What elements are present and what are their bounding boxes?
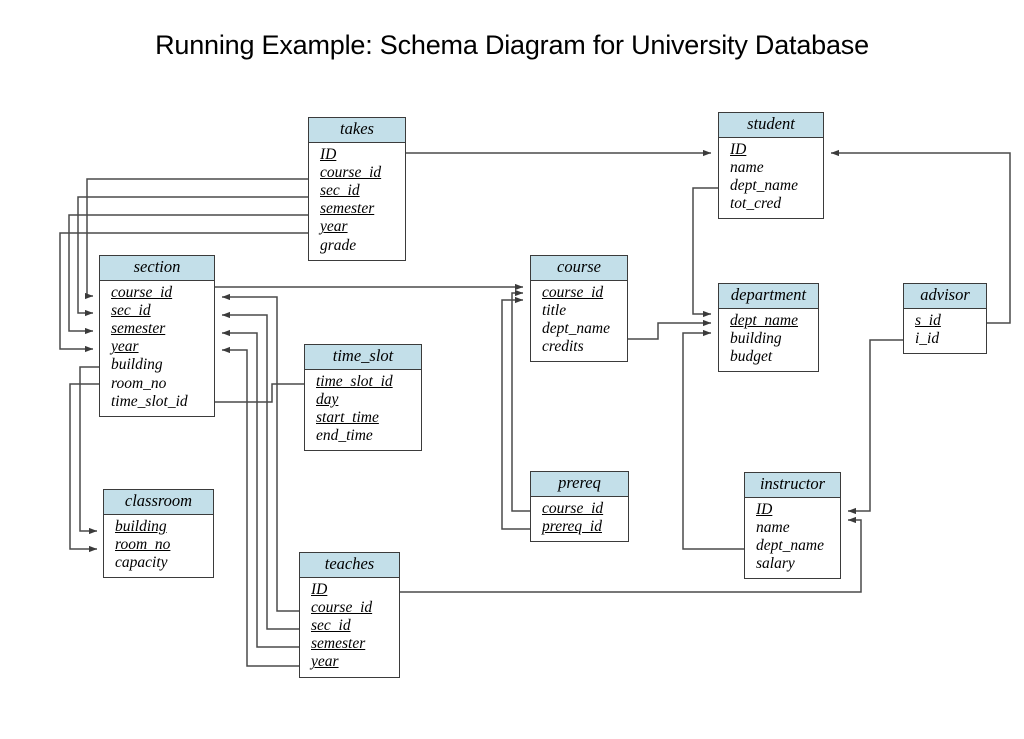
entity-classroom-attributes: building room_no capacity (104, 515, 213, 577)
entity-prereq[interactable]: prereq course_id prereq_id (530, 471, 629, 543)
attribute-department-dept-name: dept_name (730, 311, 799, 329)
entity-advisor-title: advisor (904, 284, 986, 309)
edge-student-deptname-department (692, 187, 718, 318)
attribute-section-course-id: course_id (111, 283, 173, 301)
attribute-department-building: building (730, 330, 782, 348)
edge-prereq-courseid-course-courseid (511, 289, 530, 512)
entity-student-attributes: ID name dept_name tot_cred (719, 138, 823, 219)
entity-section-attributes: course_id sec_id semester year building … (100, 281, 214, 416)
attribute-teaches-sec-id: sec_id (311, 617, 351, 635)
attribute-takes-course-id: course_id (320, 164, 382, 182)
attribute-course-title: title (542, 302, 567, 320)
attribute-classroom-room-no: room_no (115, 536, 171, 554)
entity-instructor-title: instructor (745, 473, 840, 498)
edge-advisor-iid-instructor-id (847, 339, 903, 515)
attribute-time-slot-start-time: start_time (316, 409, 379, 427)
edge-teaches-secid-section-secid (221, 311, 299, 630)
attribute-classroom-capacity: capacity (115, 554, 168, 572)
entity-time-slot-title: time_slot (305, 345, 421, 370)
attribute-section-year: year (111, 338, 139, 356)
entity-prereq-title: prereq (531, 472, 628, 497)
attribute-takes-grade: grade (320, 236, 357, 254)
attribute-teaches-semester: semester (311, 635, 366, 653)
attribute-student-tot-cred: tot_cred (730, 195, 782, 213)
attribute-takes-year: year (320, 218, 348, 236)
edge-teaches-year-section-year (221, 346, 299, 667)
attribute-time-slot-time-slot-id: time_slot_id (316, 372, 393, 390)
entity-section[interactable]: section course_id sec_id semester year b… (99, 255, 215, 417)
attribute-time-slot-end-time: end_time (316, 427, 373, 445)
entity-section-title: section (100, 256, 214, 281)
attribute-takes-semester: semester (320, 200, 375, 218)
attribute-teaches-year: year (311, 653, 339, 671)
entity-classroom-title: classroom (104, 490, 213, 515)
attribute-course-dept-name: dept_name (542, 320, 611, 338)
entity-department-title: department (719, 284, 818, 309)
attribute-department-budget: budget (730, 348, 773, 366)
attribute-advisor-s-id: s_id (915, 311, 941, 329)
entity-takes[interactable]: takes ID course_id sec_id semester year … (308, 117, 406, 261)
attribute-section-semester: semester (111, 320, 166, 338)
entity-teaches[interactable]: teaches ID course_id sec_id semester yea… (299, 552, 400, 678)
entity-course-title: course (531, 256, 627, 281)
entity-course-attributes: course_id title dept_name credits (531, 281, 627, 362)
entity-student-title: student (719, 113, 823, 138)
attribute-student-name: name (730, 159, 764, 177)
attribute-course-course-id: course_id (542, 283, 604, 301)
attribute-instructor-name: name (756, 519, 790, 537)
entity-classroom[interactable]: classroom building room_no capacity (103, 489, 214, 579)
edge-section-building-classroom-building (79, 366, 99, 535)
attribute-advisor-i-id: i_id (915, 330, 940, 348)
attribute-prereq-prereq-id: prereq_id (542, 518, 602, 536)
attribute-student-id: ID (730, 140, 747, 158)
attribute-time-slot-day: day (316, 391, 339, 409)
attribute-section-time-slot-id: time_slot_id (111, 392, 188, 410)
entity-takes-title: takes (309, 118, 405, 143)
attribute-instructor-salary: salary (756, 555, 795, 573)
entity-time-slot-attributes: time_slot_id day start_time end_time (305, 370, 421, 451)
attribute-section-sec-id: sec_id (111, 302, 151, 320)
edge-course-deptname-department (628, 319, 712, 340)
edge-prereq-prereqid-course-courseid (501, 296, 530, 530)
attribute-student-dept-name: dept_name (730, 177, 799, 195)
edge-teaches-semester-section-semester (221, 329, 299, 648)
edge-teaches-courseid-section-courseid (221, 293, 299, 612)
attribute-section-building: building (111, 356, 163, 374)
entity-teaches-attributes: ID course_id sec_id semester year (300, 578, 399, 677)
attribute-instructor-id: ID (756, 500, 773, 518)
attribute-instructor-dept-name: dept_name (756, 537, 825, 555)
entity-instructor[interactable]: instructor ID name dept_name salary (744, 472, 841, 580)
entity-department-attributes: dept_name building budget (719, 309, 818, 371)
entity-time-slot[interactable]: time_slot time_slot_id day start_time en… (304, 344, 422, 452)
entity-department[interactable]: department dept_name building budget (718, 283, 819, 373)
entity-instructor-attributes: ID name dept_name salary (745, 498, 840, 579)
attribute-course-credits: credits (542, 338, 584, 356)
edge-section-roomno-classroom-roomno (69, 383, 99, 553)
entity-student[interactable]: student ID name dept_name tot_cred (718, 112, 824, 220)
entity-course[interactable]: course course_id title dept_name credits (530, 255, 628, 363)
entity-advisor-attributes: s_id i_id (904, 309, 986, 353)
entity-takes-attributes: ID course_id sec_id semester year grade (309, 143, 405, 260)
entity-advisor[interactable]: advisor s_id i_id (903, 283, 987, 355)
entity-teaches-title: teaches (300, 553, 399, 578)
entity-prereq-attributes: course_id prereq_id (531, 497, 628, 541)
page-title: Running Example: Schema Diagram for Univ… (155, 30, 869, 60)
attribute-takes-sec-id: sec_id (320, 182, 360, 200)
edge-section-timeslotid-timeslot (215, 383, 304, 403)
attribute-section-room-no: room_no (111, 374, 167, 392)
attribute-classroom-building: building (115, 517, 167, 535)
attribute-teaches-course-id: course_id (311, 599, 373, 617)
attribute-teaches-id: ID (311, 580, 328, 598)
attribute-prereq-course-id: course_id (542, 499, 604, 517)
attribute-takes-id: ID (320, 145, 337, 163)
